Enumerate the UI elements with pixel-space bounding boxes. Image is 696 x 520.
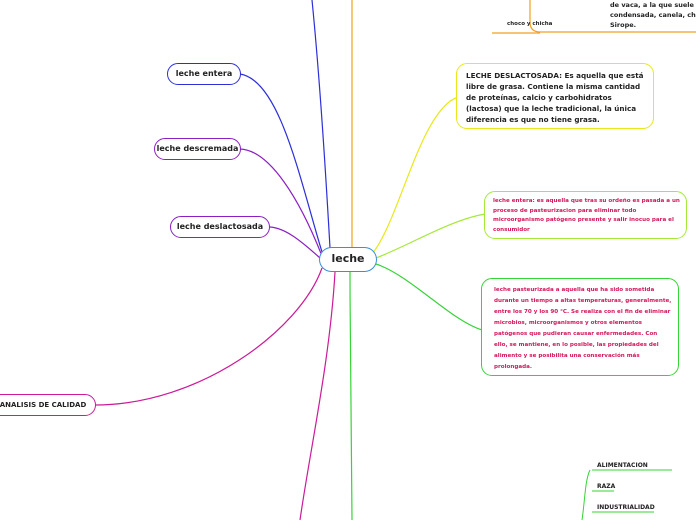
item-industrialidad[interactable]: INDUSTRIALIDAD xyxy=(597,504,655,511)
node-pasteurizada-definition[interactable]: leche pasteurizada a aquella que ha sido… xyxy=(481,278,679,376)
node-leche-entera[interactable]: leche entera xyxy=(167,63,241,85)
item-industrialidad-label: INDUSTRIALIDAD xyxy=(597,504,655,511)
top-fragment-text: de vaca, a la que suele a condensada, ca… xyxy=(610,0,696,30)
node-deslactosada-definition[interactable]: LECHE DESLACTOSADA: Es aquella que está … xyxy=(456,63,654,129)
deslactosada-definition-text: LECHE DESLACTOSADA: Es aquella que está … xyxy=(466,71,644,124)
connector-bottom-magenta xyxy=(299,271,336,520)
top-fragment-line2: condensada, canela, chis xyxy=(610,11,696,19)
connector-deslactosada-def xyxy=(371,96,459,255)
item-alimentacion[interactable]: ALIMENTACION xyxy=(597,462,648,469)
node-analisis-calidad-label: ANALISIS DE CALIDAD xyxy=(0,401,87,409)
item-raza[interactable]: RAZA xyxy=(597,483,615,490)
label-choco-chicha[interactable]: choco y chicha xyxy=(507,21,552,27)
connector-bottom-green xyxy=(349,271,353,520)
label-choco-chicha-text: choco y chicha xyxy=(507,21,553,27)
connector-leche-deslactosada xyxy=(269,226,321,259)
connector-leche-entera xyxy=(239,73,323,253)
node-leche-deslactosada[interactable]: leche deslactosada xyxy=(170,216,270,238)
connector-bottom-items xyxy=(581,469,591,520)
node-leche-descremada-label: leche descremada xyxy=(156,144,239,153)
top-fragment-line1: de vaca, a la que suele a xyxy=(610,1,696,9)
top-fragment-line3: Sirope. xyxy=(610,21,637,29)
node-leche-deslactosada-label: leche deslactosada xyxy=(176,222,264,231)
item-raza-label: RAZA xyxy=(597,483,616,490)
connector-leche-descremada xyxy=(239,148,323,257)
pasteurizada-definition-text: leche pasteurizada a aquella que ha sido… xyxy=(494,287,672,370)
node-analisis-calidad[interactable]: ANALISIS DE CALIDAD xyxy=(0,394,96,416)
central-node-leche[interactable]: leche xyxy=(319,247,377,272)
connector-entera-def xyxy=(375,213,486,259)
node-leche-entera-label: leche entera xyxy=(175,69,233,78)
entera-definition-text: leche entera: es aquella que tras su ord… xyxy=(493,198,680,233)
connector-pasteurizada-def xyxy=(375,263,483,331)
node-leche-descremada[interactable]: leche descremada xyxy=(154,138,241,160)
central-node-label: leche xyxy=(331,252,365,265)
top-right-box-border xyxy=(529,0,696,33)
item-alimentacion-label: ALIMENTACION xyxy=(597,462,648,469)
connector-top-blue xyxy=(311,0,331,249)
connector-analisis xyxy=(94,267,323,406)
node-entera-definition[interactable]: leche entera: es aquella que tras su ord… xyxy=(484,191,687,239)
